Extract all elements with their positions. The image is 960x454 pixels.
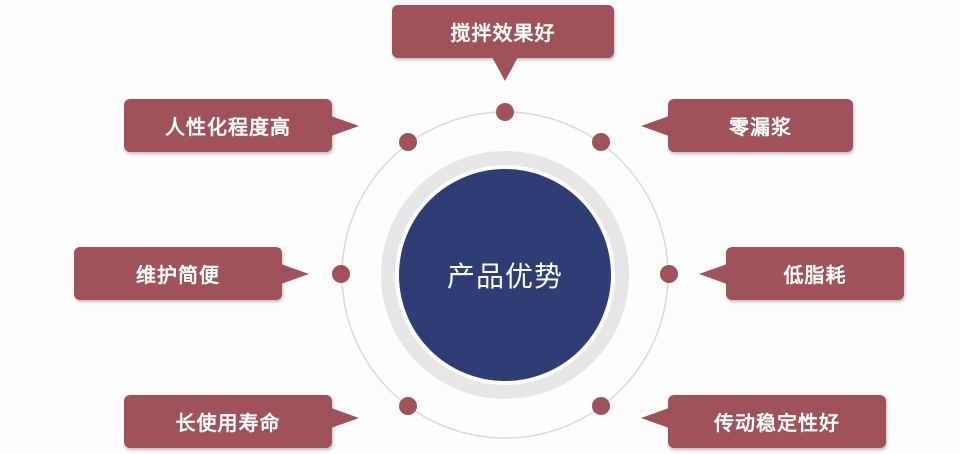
callout-upper-right-label: 零漏浆	[729, 115, 792, 139]
callout-upper-left: 人性化程度高	[124, 99, 332, 152]
callout-lower-right-label: 传动稳定性好	[714, 411, 840, 435]
callout-lower-right-pointer	[641, 408, 669, 428]
callout-middle-left-pointer	[281, 264, 309, 284]
callout-upper-right-pointer	[641, 116, 669, 136]
center-circle	[399, 169, 611, 381]
center-label: 产品优势	[446, 260, 563, 293]
dot-top	[496, 103, 514, 121]
dot-lower-left	[399, 397, 417, 415]
callout-top: 搅拌效果好	[392, 5, 614, 58]
inner-ring	[381, 151, 629, 399]
dot-upper-left	[399, 133, 417, 151]
callout-top-label: 搅拌效果好	[450, 21, 556, 45]
callout-lower-left-label: 长使用寿命	[175, 411, 281, 435]
callout-upper-left-label: 人性化程度高	[165, 115, 291, 139]
dot-upper-right	[592, 133, 610, 151]
callout-lower-left: 长使用寿命	[124, 395, 332, 448]
dot-middle-left	[332, 265, 350, 283]
dot-lower-right	[592, 397, 610, 415]
callout-middle-right-label: 低脂耗	[783, 263, 847, 287]
callout-lower-right: 传动稳定性好	[668, 395, 886, 448]
callout-middle-right: 低脂耗	[726, 247, 904, 300]
callout-middle-left-label: 维护简便	[136, 263, 220, 287]
callout-upper-right: 零漏浆	[668, 99, 853, 152]
dot-middle-right	[660, 265, 678, 283]
callout-lower-left-pointer	[331, 408, 359, 428]
callout-top-pointer	[492, 57, 518, 81]
callout-middle-left: 维护简便	[74, 247, 282, 300]
callout-middle-right-pointer	[699, 264, 727, 284]
callout-upper-left-pointer	[331, 116, 359, 136]
